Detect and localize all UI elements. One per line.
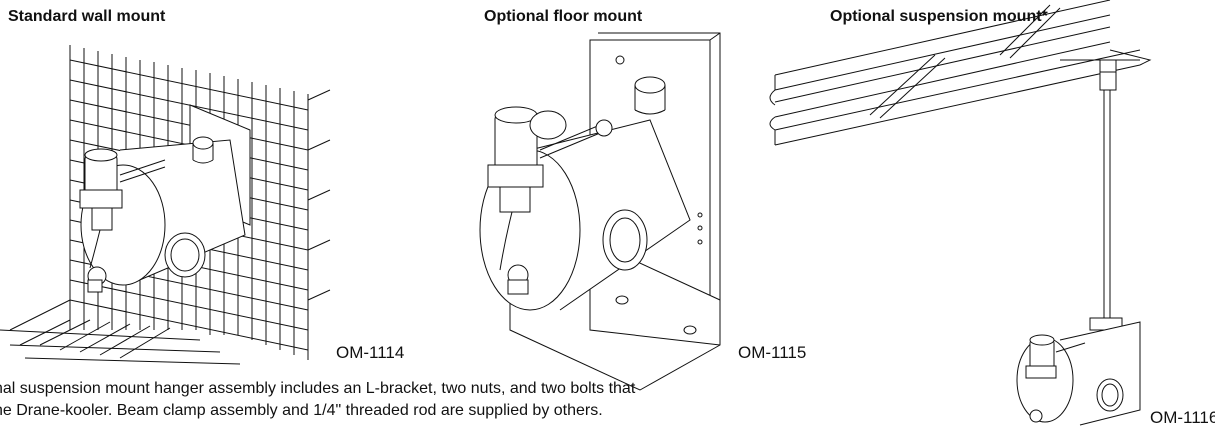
floor-mount-code: OM-1115 <box>738 343 807 362</box>
footnote: nal suspension mount hanger assembly inc… <box>0 378 760 422</box>
footnote-line-2: he Drane-kooler. Beam clamp assembly and… <box>0 402 603 419</box>
wall-mount-title: Standard wall mount <box>8 8 166 25</box>
footnote-line-1: nal suspension mount hanger assembly inc… <box>0 380 636 397</box>
wall-mount-code: OM-1114 <box>336 343 405 362</box>
suspension-mount-code: OM-1116 <box>1150 408 1215 427</box>
suspension-mount-title: Optional suspension mount* <box>830 8 1048 25</box>
floor-mount-title: Optional floor mount <box>484 8 643 25</box>
